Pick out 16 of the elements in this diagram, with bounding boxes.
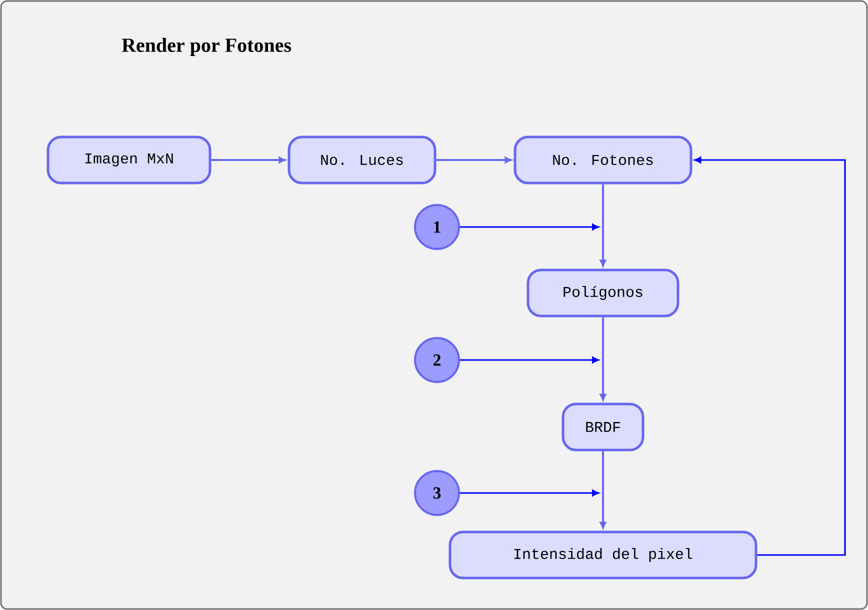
process-box: No. Luces	[288, 136, 436, 184]
arrow	[600, 451, 606, 528]
arrow	[460, 224, 599, 230]
process-box: Polígonos	[526, 268, 680, 318]
arrow	[211, 156, 286, 164]
title: Render por Fotones	[122, 38, 292, 56]
arrow	[460, 356, 599, 364]
process-box: No. Fotones	[514, 136, 692, 184]
arrow	[600, 184, 606, 266]
arrow	[600, 317, 606, 400]
process-box: Imagen MxN	[46, 136, 212, 184]
arrow	[436, 156, 512, 164]
process-box: Intensidad del pixel	[448, 530, 758, 580]
process-box: BRDF	[562, 402, 644, 452]
arrow	[460, 490, 599, 496]
arrow	[694, 156, 846, 556]
